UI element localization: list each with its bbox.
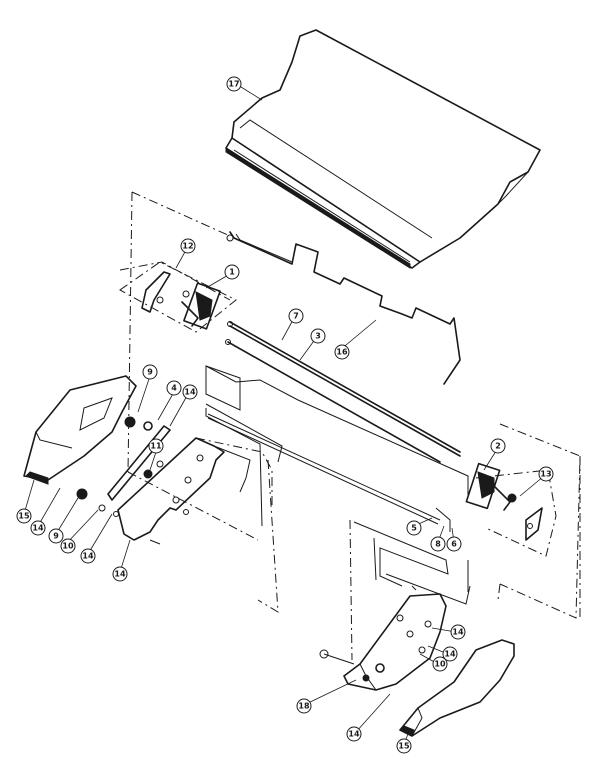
svg-text:15: 15 — [18, 512, 30, 521]
callout-2: 2 — [490, 438, 506, 454]
callout-14-left-b: 14 — [80, 548, 96, 564]
leader-lines — [23, 86, 545, 745]
svg-text:1: 1 — [229, 268, 235, 277]
callout-18: 18 — [296, 698, 312, 714]
callout-14-upper: 14 — [182, 384, 198, 400]
callout-14-right-a: 14 — [450, 624, 466, 640]
callout-10-left: 10 — [60, 538, 76, 554]
left-side-plate — [76, 416, 273, 545]
callout-14-left-a: 14 — [30, 520, 46, 536]
callout-12: 12 — [180, 238, 196, 254]
svg-text:10: 10 — [434, 660, 446, 669]
svg-text:17: 17 — [228, 80, 239, 89]
svg-text:16: 16 — [336, 348, 348, 357]
callout-9-lower: 9 — [48, 528, 64, 544]
svg-text:18: 18 — [298, 702, 310, 711]
callout-14-left-c: 14 — [112, 566, 128, 582]
callout-14-right-c: 14 — [346, 726, 362, 742]
svg-text:3: 3 — [315, 332, 321, 341]
wire-paper-bail — [226, 231, 461, 385]
svg-text:9: 9 — [147, 368, 153, 377]
assembly-outline — [119, 191, 581, 661]
right-side-plate — [319, 593, 447, 691]
svg-text:5: 5 — [411, 524, 417, 533]
callout-3: 3 — [310, 328, 326, 344]
svg-text:14: 14 — [32, 524, 44, 533]
callout-8: 8 — [430, 536, 446, 552]
svg-text:14: 14 — [444, 650, 456, 659]
svg-text:11: 11 — [150, 442, 162, 451]
callout-9-upper: 9 — [142, 364, 158, 380]
callout-11: 11 — [148, 438, 164, 454]
svg-text:14: 14 — [452, 628, 464, 637]
svg-text:14: 14 — [184, 388, 196, 397]
center-plate — [205, 365, 469, 532]
callout-5: 5 — [406, 520, 422, 536]
callout-10-right: 10 — [432, 656, 448, 672]
callout-16: 16 — [334, 344, 350, 360]
left-tractor-bracket — [119, 261, 237, 333]
svg-text:8: 8 — [435, 540, 441, 549]
callout-15-right: 15 — [396, 738, 412, 754]
right-side-cover — [399, 639, 515, 737]
svg-text:13: 13 — [540, 470, 551, 479]
svg-text:2: 2 — [495, 442, 501, 451]
svg-text:7: 7 — [293, 312, 299, 321]
svg-text:9: 9 — [53, 532, 59, 541]
shafts — [225, 321, 461, 463]
callout-15-left: 15 — [16, 508, 32, 524]
callout-14-right-b: 14 — [442, 646, 458, 662]
svg-text:6: 6 — [451, 540, 457, 549]
svg-text:14: 14 — [348, 730, 360, 739]
svg-text:15: 15 — [398, 742, 410, 751]
callout-4: 4 — [166, 380, 182, 396]
left-side-cover — [23, 375, 137, 485]
callout-13: 13 — [538, 466, 554, 482]
callout-1: 1 — [224, 264, 240, 280]
svg-text:14: 14 — [82, 552, 94, 561]
svg-text:4: 4 — [171, 384, 177, 393]
svg-text:14: 14 — [114, 570, 126, 579]
callout-6: 6 — [446, 536, 462, 552]
right-tractor-bracket — [465, 462, 543, 541]
svg-text:10: 10 — [62, 542, 74, 551]
lower-panel — [353, 521, 471, 605]
svg-text:12: 12 — [182, 242, 193, 251]
top-cover — [225, 29, 541, 269]
callout-17: 17 — [226, 76, 242, 92]
callout-7: 7 — [288, 308, 304, 324]
